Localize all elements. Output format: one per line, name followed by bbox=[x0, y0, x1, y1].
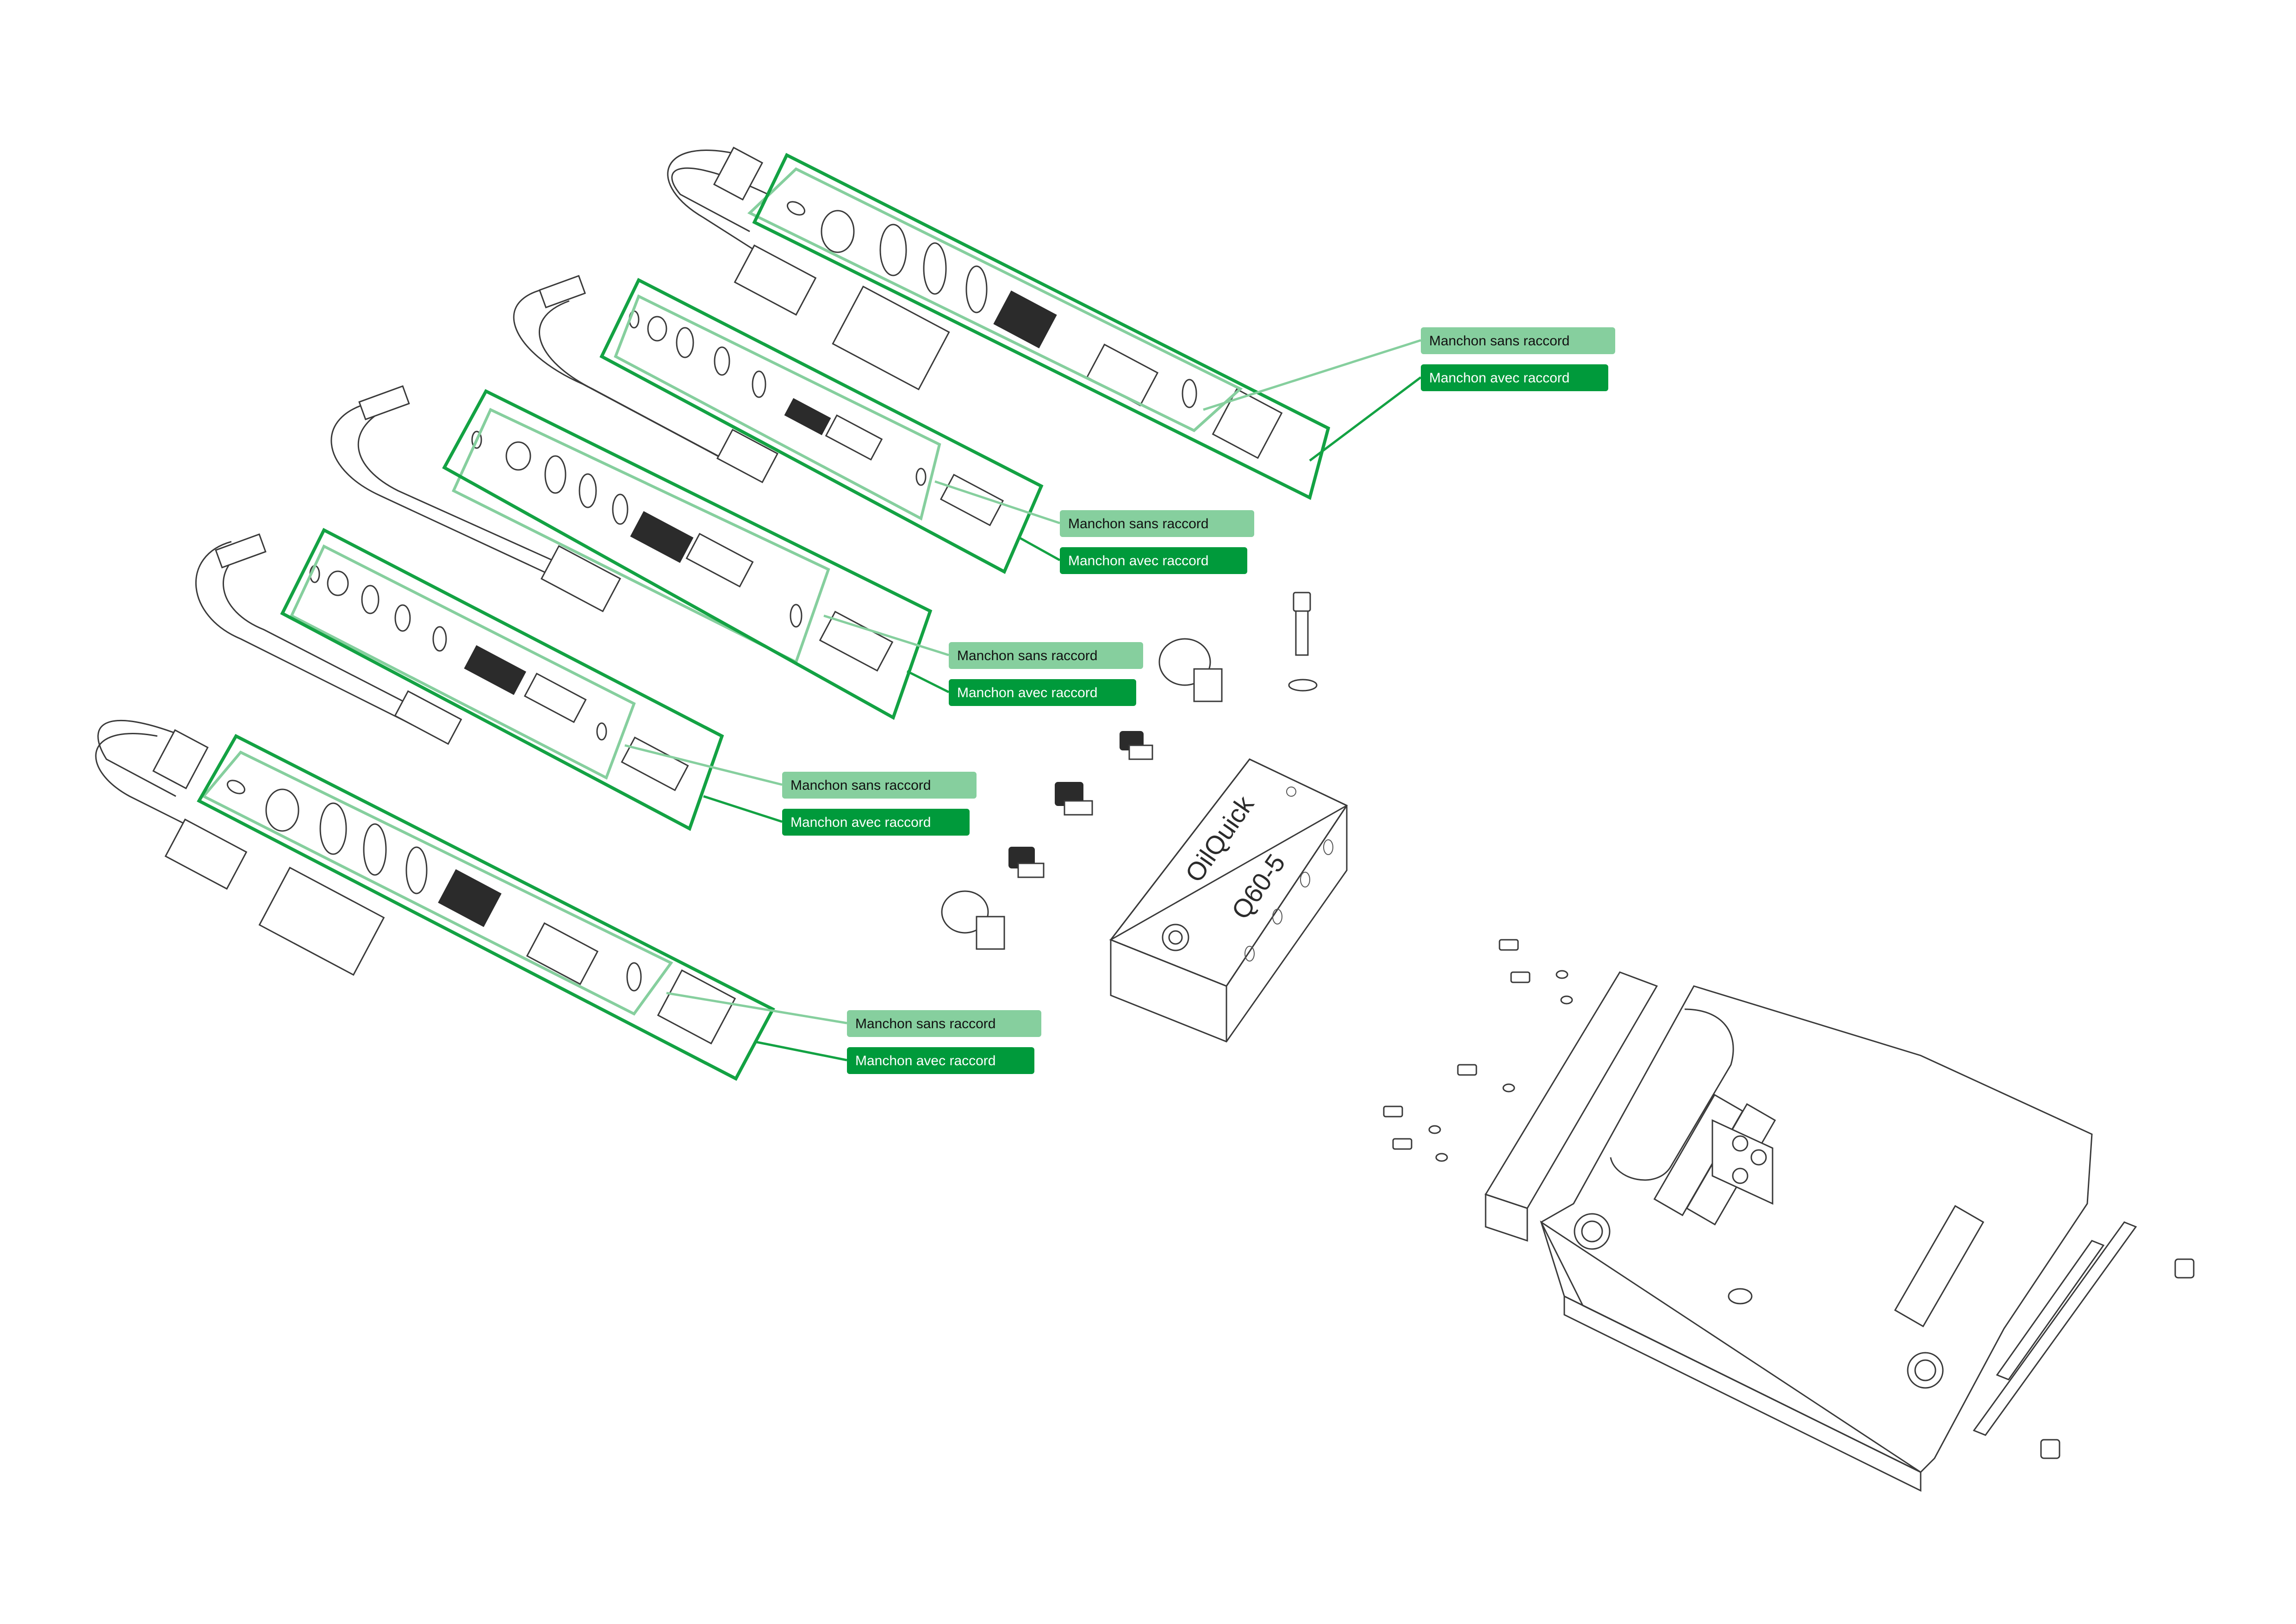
label-sans-raccord-2: Manchon sans raccord bbox=[1060, 510, 1254, 537]
svg-text:Manchon avec raccord: Manchon avec raccord bbox=[1429, 370, 1570, 386]
svg-text:Manchon sans raccord: Manchon sans raccord bbox=[1429, 333, 1570, 349]
loose-fittings bbox=[941, 592, 1318, 950]
label-avec-raccord-1: Manchon avec raccord bbox=[1421, 364, 1608, 391]
frame-avec-raccord-3 bbox=[442, 389, 933, 720]
o-ring-icon bbox=[226, 780, 642, 992]
hose-icon bbox=[195, 533, 689, 792]
coupler-icon bbox=[941, 638, 1223, 950]
svg-text:Manchon sans raccord: Manchon sans raccord bbox=[855, 1016, 996, 1031]
frame-sans-raccord-4 bbox=[290, 544, 636, 780]
distribution-block-icon: OilQuick Q60-5 bbox=[1109, 758, 1348, 1043]
frame-sans-raccord-1 bbox=[747, 167, 1243, 432]
hose-assembly-2: Manchon sans raccord Manchon avec raccor… bbox=[513, 275, 1254, 574]
svg-text:Manchon avec raccord: Manchon avec raccord bbox=[855, 1053, 996, 1068]
svg-text:Manchon avec raccord: Manchon avec raccord bbox=[1068, 553, 1209, 568]
hose-assembly-3: Manchon sans raccord Manchon avec raccor… bbox=[330, 385, 1143, 720]
frame-avec-raccord-5 bbox=[197, 734, 775, 1081]
bolt-icon bbox=[1383, 939, 2195, 1459]
valve-block-icon bbox=[1711, 1119, 1773, 1205]
o-ring-icon bbox=[471, 431, 803, 628]
label-sans-raccord-5: Manchon sans raccord bbox=[847, 1010, 1041, 1037]
svg-text:Manchon avec raccord: Manchon avec raccord bbox=[957, 685, 1098, 700]
hose-icon bbox=[667, 146, 1283, 459]
hose-icon bbox=[95, 719, 736, 1045]
label-sans-raccord-4: Manchon sans raccord bbox=[782, 772, 977, 799]
o-ring-icon bbox=[786, 201, 1197, 408]
svg-text:Manchon sans raccord: Manchon sans raccord bbox=[957, 648, 1098, 663]
label-avec-raccord-5: Manchon avec raccord bbox=[847, 1047, 1034, 1074]
hose-icon bbox=[513, 275, 1004, 526]
svg-text:Manchon sans raccord: Manchon sans raccord bbox=[790, 778, 931, 793]
frame-avec-raccord-4 bbox=[280, 528, 724, 831]
label-avec-raccord-2: Manchon avec raccord bbox=[1060, 547, 1247, 574]
o-ring-icon bbox=[628, 310, 927, 486]
label-avec-raccord-4: Manchon avec raccord bbox=[782, 809, 970, 836]
svg-text:Manchon avec raccord: Manchon avec raccord bbox=[790, 815, 931, 830]
label-sans-raccord-1: Manchon sans raccord bbox=[1421, 327, 1615, 354]
quick-coupler-frame-icon bbox=[1383, 939, 2195, 1492]
label-sans-raccord-3: Manchon sans raccord bbox=[949, 642, 1143, 669]
hose-icon bbox=[330, 385, 894, 672]
svg-text:Manchon sans raccord: Manchon sans raccord bbox=[1068, 516, 1209, 531]
frame-avec-raccord-2 bbox=[599, 278, 1044, 574]
label-avec-raccord-3: Manchon avec raccord bbox=[949, 679, 1136, 706]
bolt-icon bbox=[1288, 592, 1318, 692]
nipple-icon bbox=[1008, 731, 1153, 878]
frame-sans-raccord-5 bbox=[201, 750, 673, 1016]
hose-assembly-5: Manchon sans raccord Manchon avec raccor… bbox=[95, 719, 1041, 1081]
hose-assembly-4: Manchon sans raccord Manchon avec raccor… bbox=[195, 528, 977, 836]
hose-assembly-1: Manchon sans raccord Manchon avec raccor… bbox=[667, 146, 1615, 500]
frame-sans-raccord-2 bbox=[614, 294, 941, 521]
frame-avec-raccord-1 bbox=[752, 153, 1331, 500]
